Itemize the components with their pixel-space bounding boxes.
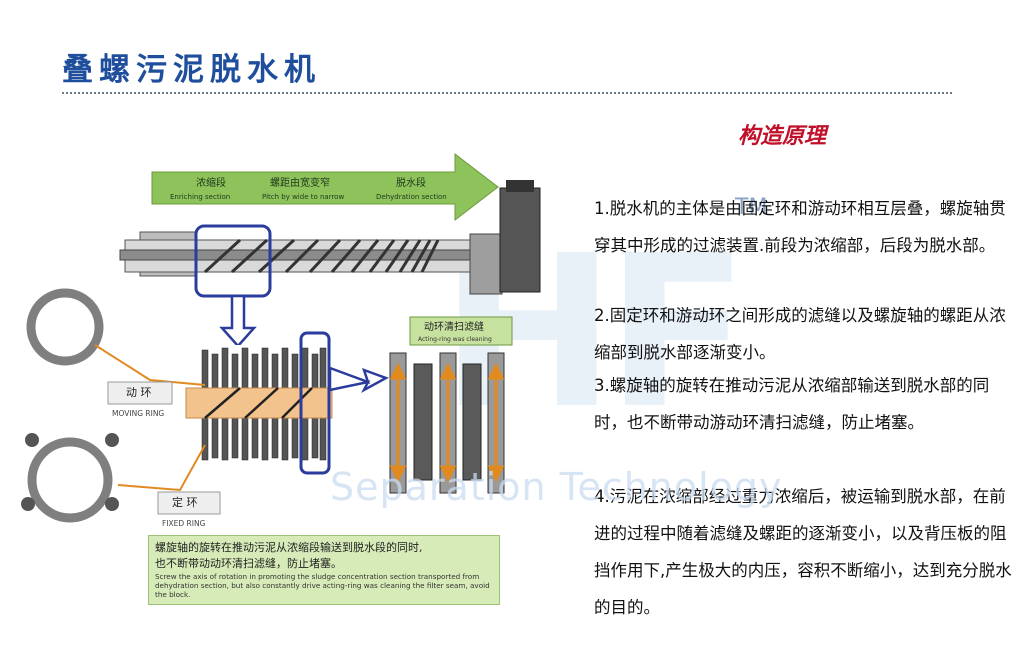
fixed-ring-lug-4 [105,497,119,511]
diagram-note-zh-line2: 也不断带动动环清扫滤缝，防止堵塞。 [155,557,342,570]
principle-paragraph-4: 4.污泥在浓缩部经过重力浓缩后，被运输到脱水部，在前进的过程中随着滤缝及螺距的逐… [594,487,1012,617]
zoom-arrow-down [219,294,257,348]
moving-ring-leader [94,344,206,386]
page-title: 叠螺污泥脱水机 [62,52,321,88]
arrow-label-pitch: 螺距由宽变窄 [270,176,330,189]
principle-paragraph-1: 1.脱水机的主体是由固定环和游动环相互层叠，螺旋轴贯穿其中形成的过滤装置.前段为… [594,199,1006,255]
fixed-ring-label: 定 环 [172,495,198,509]
cleaning-label-box [409,316,513,346]
moving-ring-label-box [107,381,173,405]
process-arrow [151,152,499,222]
arrow-label-dehydration-en: Dehydration section [376,193,447,201]
fixed-ring-lug-3 [21,497,35,511]
moving-ring-icon [26,288,104,366]
moving-ring-label: 动 环 [126,386,152,399]
diagram-note-zh: 螺旋轴的旋转在推动污泥从浓缩段输送到脱水段的同时, 也不断带动动环清扫滤缝，防止… [155,540,423,572]
drive-box [469,233,503,295]
fixed-ring-lug-2 [105,433,119,447]
sludge-band [185,387,333,419]
cleaning-label: 动环清扫滤缝 [424,320,484,333]
arrow-label-enriching: 浓缩段 [196,176,226,189]
arrow-label-enriching-en: Enriching section [170,193,230,201]
diagram-note-zh-line1: 螺旋轴的旋转在推动污泥从浓缩段输送到脱水段的同时, [155,541,423,554]
arrow-label-pitch-en: Pitch by wide to narrow [262,193,344,201]
diagram-note: 螺旋轴的旋转在推动污泥从浓缩段输送到脱水段的同时, 也不断带动动环清扫滤缝，防止… [148,535,500,605]
drive-motor [499,187,541,293]
ring-stack [185,345,333,465]
fixed-ring-leader [117,444,206,492]
principle-paragraph-2: 2.固定环和游动环之间形成的滤缝以及螺旋轴的螺距从浓缩部到脱水部逐渐变小。 [594,306,1006,362]
watermark-text: Separation Technology [330,465,783,509]
zoom-frame-rings [299,331,331,475]
cleaning-label-en: Acting-ring was cleaning [418,336,492,343]
fixed-ring-lug-1 [25,433,39,447]
fixed-ring-icon [27,437,113,523]
diagram-note-en: Screw the axis of rotation in promoting … [155,572,490,599]
fixed-ring-label-box [157,491,221,515]
watermark-tm: TM [735,195,768,220]
principle-paragraph-3: 3.螺旋轴的旋转在推动污泥从浓缩部输送到脱水部的同时，也不断带动游动环清扫滤缝，… [594,376,990,432]
zoom-arrow-right [328,366,390,394]
arrow-label-dehydration: 脱水段 [396,176,426,189]
title-divider [62,92,952,94]
fixed-ring-label-en: FIXED RING [162,519,206,528]
drive-cap [506,180,534,192]
screw-press-diagram: 浓缩段 Enriching section 螺距由宽变窄 Pitch by wi… [21,152,541,528]
enlarged-rings [389,352,505,494]
moving-ring-label-en: MOVING RING [112,409,164,418]
screw-flights [203,238,440,274]
section-subheading: 构造原理 [738,123,827,149]
